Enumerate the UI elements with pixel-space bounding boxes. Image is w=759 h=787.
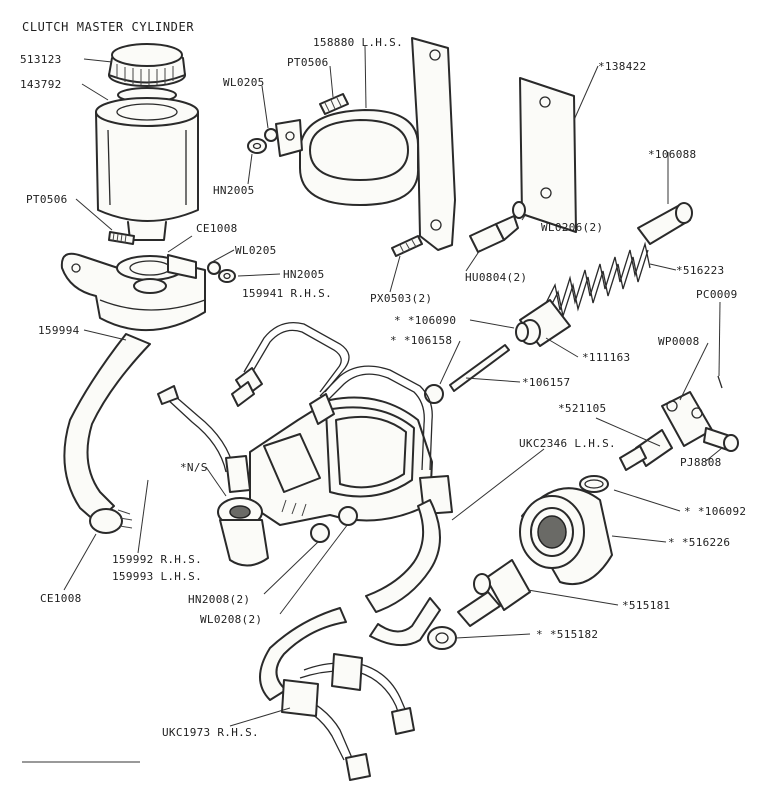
seal-106090: [515, 322, 529, 342]
washer-515182: [427, 626, 457, 650]
label-wl0205-lower: WL0205: [235, 244, 277, 257]
label-159993: 159993 L.H.S.: [112, 570, 202, 583]
label-138422: *138422: [598, 60, 646, 73]
push-rod-515181: [457, 559, 531, 627]
label-wl0208: WL0208(2): [200, 613, 262, 626]
washer-wl0205-lower: [207, 261, 221, 275]
split-pin-pc0009: [717, 375, 723, 389]
label-ns: *N/S: [180, 461, 208, 474]
screw-pt0506-upper: [319, 93, 349, 115]
label-515182: * *515182: [536, 628, 598, 641]
clip-ce1008-lower: [89, 508, 133, 534]
hose-159994: [63, 333, 151, 523]
nut-hn2005-lower: [218, 269, 236, 283]
nut-hn2008: [310, 506, 358, 543]
label-pt0506-upper: PT0506: [287, 56, 329, 69]
diagram-title: CLUTCH MASTER CYLINDER: [22, 20, 194, 34]
label-ce1008-lower: CE1008: [40, 592, 82, 605]
label-pc0009: PC0009: [696, 288, 738, 301]
leader-lines: [22, 45, 723, 763]
pipe-ukc1973: [259, 607, 415, 781]
label-106157: *106157: [522, 376, 570, 389]
label-ukc1973: UKC1973 R.H.S.: [162, 726, 259, 739]
label-516223: *516223: [676, 264, 724, 277]
label-wl0206: WL0206(2): [541, 221, 603, 234]
rubber-boot: [519, 487, 613, 586]
label-106158: * *106158: [390, 334, 452, 347]
nut-hn2005-upper: [247, 138, 267, 154]
reservoir-screw-pt0506: [108, 231, 135, 245]
label-515181: *515181: [622, 599, 670, 612]
reservoir-body: [95, 97, 199, 241]
label-106090: * *106090: [394, 314, 456, 327]
reservoir-clamp-159941: [60, 252, 206, 332]
mounting-bracket-lhs: [275, 37, 456, 251]
label-hn2005-lower: HN2005: [283, 268, 325, 281]
push-rod: [424, 344, 510, 404]
piston: [519, 299, 571, 347]
label-wl0205-upper: WL0205: [223, 76, 265, 89]
rubber-boot-ns: [217, 497, 269, 567]
label-ce1008-upper: CE1008: [196, 222, 238, 235]
screw-px0503: [391, 235, 423, 257]
pipe-lower-right: [369, 597, 441, 647]
label-159994: 159994: [38, 324, 80, 337]
label-hn2008: HN2008(2): [188, 593, 250, 606]
label-px0503: PX0503(2): [370, 292, 432, 305]
label-159941: 159941 R.H.S.: [242, 287, 332, 300]
pipe-159992: [157, 385, 251, 493]
part-labels: 513123 143792 158880 L.H.S. PT0506 WL020…: [20, 36, 746, 739]
label-159992: 159992 R.H.S.: [112, 553, 202, 566]
reservoir-cap: [108, 43, 186, 103]
label-pj8808: PJ8808: [680, 456, 722, 469]
label-hn2005-upper: HN2005: [213, 184, 255, 197]
label-106092: * *106092: [684, 505, 746, 518]
label-521105: *521105: [558, 402, 606, 415]
pipe-upper-loop: [231, 321, 350, 407]
label-513123: 513123: [20, 53, 62, 66]
washer-wl0205-upper: [264, 128, 278, 142]
pin-pj8808: [703, 427, 739, 452]
label-106088: *106088: [648, 148, 696, 161]
bolt-hu0804: [469, 201, 526, 253]
label-143792: 143792: [20, 78, 62, 91]
label-111163: *111163: [582, 351, 630, 364]
label-516226: * *516226: [668, 536, 730, 549]
clevis: [619, 391, 713, 471]
label-158880: 158880 L.H.S.: [313, 36, 403, 49]
hose-ukc2346: [365, 499, 441, 613]
plunger-106088: [637, 202, 693, 245]
label-ukc2346: UKC2346 L.H.S.: [519, 437, 616, 450]
clip-ce1008: [133, 278, 167, 294]
label-wp0008: WP0008: [658, 335, 700, 348]
spring: [544, 241, 651, 319]
circlip: [579, 475, 609, 493]
label-pt0506-lower: PT0506: [26, 193, 68, 206]
mounting-plate: [519, 77, 577, 233]
label-hu0804: HU0804(2): [465, 271, 527, 284]
master-cylinder-body: [249, 396, 433, 526]
